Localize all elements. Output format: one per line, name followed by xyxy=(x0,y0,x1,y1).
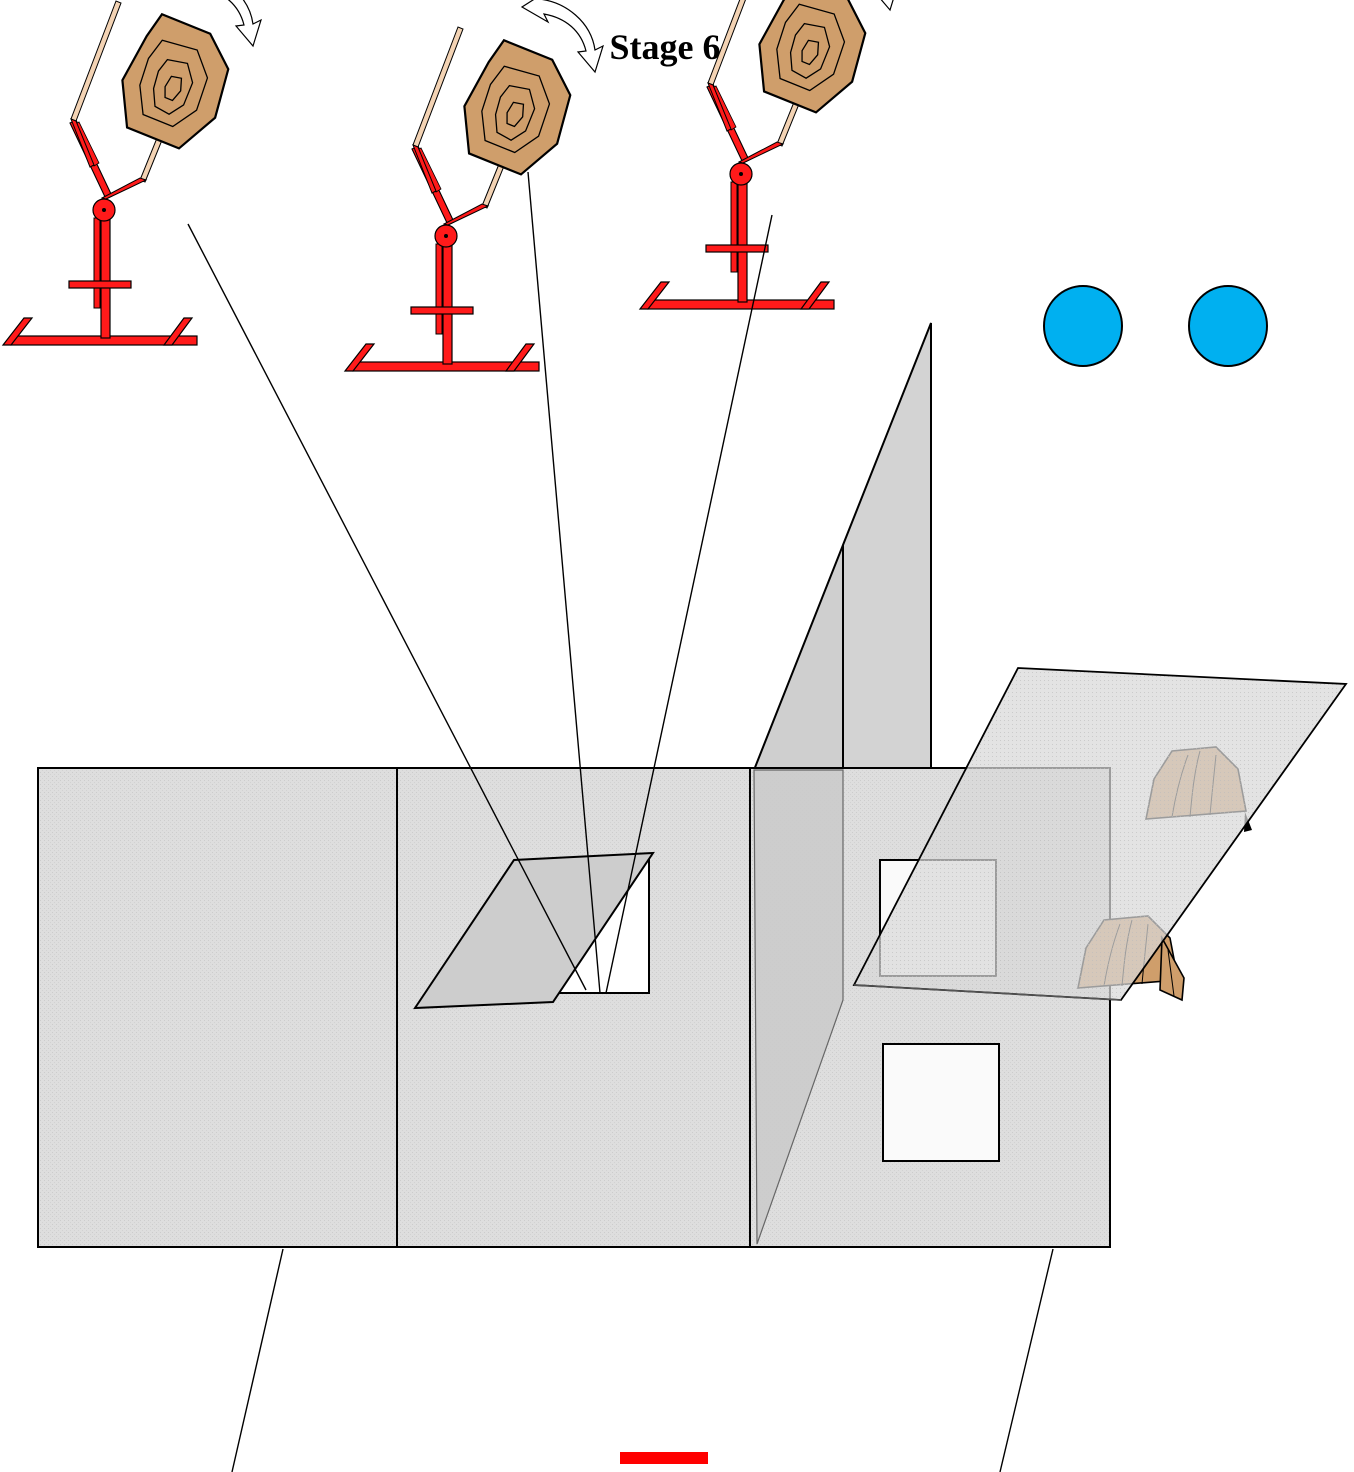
sight-line-3 xyxy=(605,214,773,994)
start-position-marker xyxy=(620,1452,708,1464)
swinging-target-2 xyxy=(343,0,605,373)
stage-title: Stage 6 xyxy=(609,27,721,67)
wall-panel-center xyxy=(396,767,751,1248)
window-lower xyxy=(882,1043,1000,1162)
no-shoot-target-2 xyxy=(1188,285,1268,367)
partition-shadow xyxy=(753,769,844,1245)
no-shoot-target-1 xyxy=(1043,285,1123,367)
swinging-target-3 xyxy=(638,0,900,311)
sight-line-2 xyxy=(527,171,601,994)
tall-partition xyxy=(842,322,932,771)
sight-line-1 xyxy=(187,223,587,991)
port-door xyxy=(413,851,655,1010)
swinging-target-1 xyxy=(1,0,263,347)
wall-panel-left xyxy=(37,767,398,1248)
fault-line-right xyxy=(999,1248,1054,1472)
partial-target-2-support xyxy=(1159,935,1185,1002)
angled-partition xyxy=(752,544,844,771)
fault-line-left xyxy=(231,1248,284,1472)
